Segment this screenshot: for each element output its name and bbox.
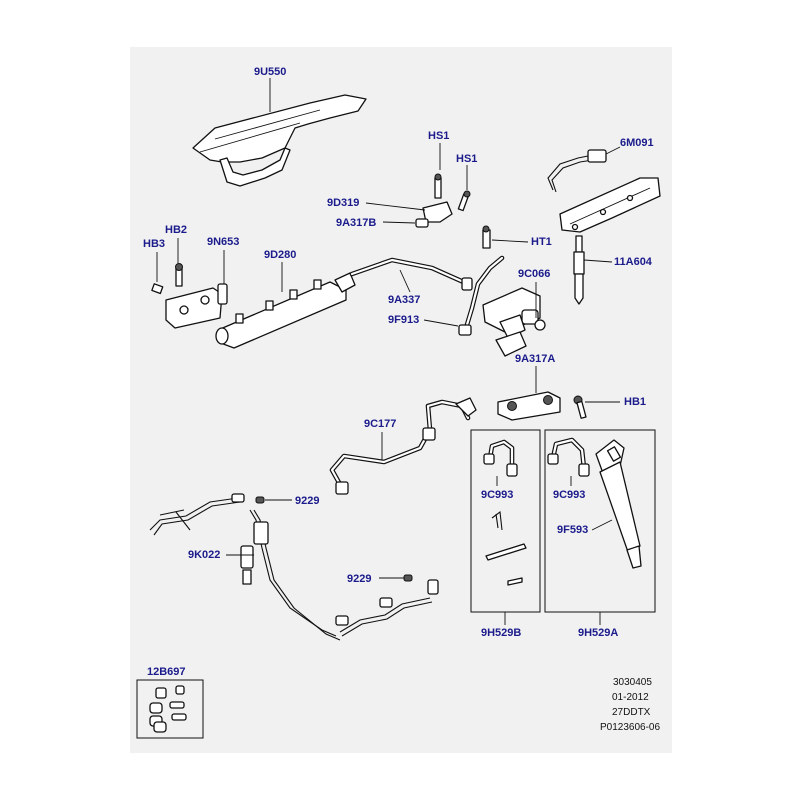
rail-pipe-part[interactable] [349, 257, 473, 291]
leader-9a317b [382, 221, 416, 224]
callout-9f913: 9F913 [388, 314, 420, 326]
clamp-a-part[interactable] [497, 391, 561, 421]
leader-6m091 [605, 146, 621, 155]
callout-9a337: 9A337 [388, 294, 421, 306]
callout-hb2: HB2 [165, 224, 188, 236]
callout-9229-lower: 9229 [347, 573, 372, 585]
callout-hs1-a: HS1 [428, 130, 450, 142]
bolt-hb1-part[interactable] [573, 395, 587, 419]
callout-ht1: HT1 [531, 236, 552, 248]
kit-b-contents[interactable] [483, 439, 527, 586]
callout-hb3: HB3 [143, 238, 166, 250]
valve-part[interactable] [482, 225, 546, 357]
harness-lower-part[interactable] [149, 493, 439, 641]
fuel-rail-part[interactable] [215, 272, 356, 349]
engine-cover-part[interactable] [192, 94, 367, 187]
callout-9k022: 9K022 [188, 549, 221, 561]
callout-9f593: 9F593 [557, 524, 589, 536]
callout-9c066: 9C066 [518, 268, 551, 280]
footer-line-3: 27DDTX [612, 707, 651, 718]
callout-9d319: 9D319 [327, 197, 360, 209]
bolt-kit-box [136, 679, 204, 739]
bolt-kit-contents[interactable] [149, 685, 187, 733]
feed-pipe-part[interactable] [329, 397, 477, 495]
leader-9a337 [399, 269, 411, 293]
clip-lower-part[interactable] [403, 574, 413, 582]
callout-9h529b: 9H529B [481, 627, 522, 639]
kit-b-box [470, 429, 541, 613]
wiring-harness-part[interactable] [547, 149, 661, 233]
callout-hb1: HB1 [624, 396, 647, 408]
glow-plug-part[interactable] [573, 235, 585, 305]
footer-line-2: 01-2012 [612, 692, 649, 703]
callout-9c993-a: 9C993 [553, 489, 586, 501]
return-pipe-part[interactable] [458, 255, 505, 336]
callout-9c177: 9C177 [364, 418, 397, 430]
injector-part[interactable] [595, 439, 642, 569]
leader-11a604 [583, 259, 613, 263]
leader-9f593 [591, 519, 613, 531]
callout-11a604: 11A604 [614, 256, 652, 268]
leader-9d319 [365, 202, 426, 211]
callout-9a317a: 9A317A [515, 353, 556, 365]
callout-12b697: 12B697 [147, 666, 186, 678]
callout-9a317b: 9A317B [336, 217, 377, 229]
callout-6m091: 6M091 [620, 137, 654, 149]
leader-9f913 [423, 319, 459, 327]
callout-9d280: 9D280 [264, 249, 297, 261]
callout-9u550: 9U550 [254, 66, 287, 78]
callout-hs1-b: HS1 [456, 153, 478, 165]
callout-9229-upper: 9229 [295, 495, 320, 507]
bracket-left-part[interactable] [151, 263, 228, 329]
footer-line-1: 3030405 [613, 677, 652, 688]
clip-upper-part[interactable] [255, 496, 265, 504]
bracket-rail-part[interactable] [415, 173, 471, 228]
leader-ht1 [491, 239, 529, 243]
callout-9c993-b: 9C993 [481, 489, 514, 501]
callout-9h529a: 9H529A [578, 627, 619, 639]
footer-line-4: P0123606-06 [600, 722, 661, 733]
injector-pipe-a-part[interactable] [547, 437, 590, 477]
callout-9n653: 9N653 [207, 236, 240, 248]
